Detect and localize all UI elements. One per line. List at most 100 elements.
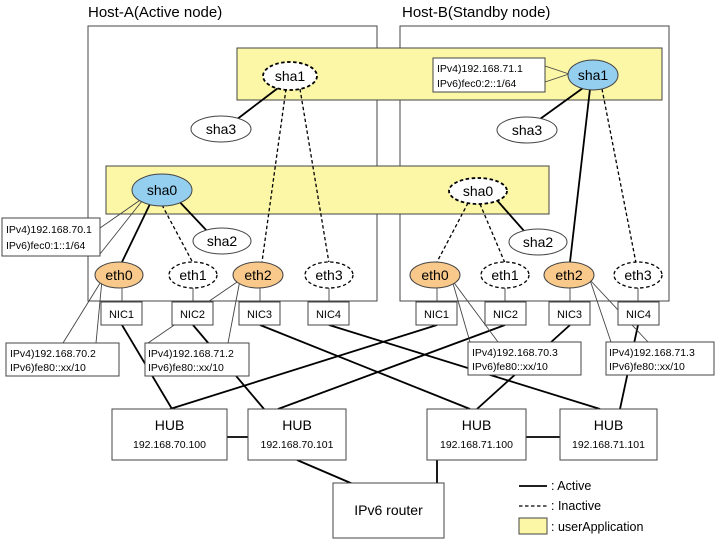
link-a-sha0-eth0: [121, 203, 151, 263]
a-nic3-box: NIC3: [238, 301, 281, 326]
b-eth3-node: eth3: [613, 261, 663, 289]
hub-71-100-ip: 192.168.71.100: [440, 439, 513, 451]
callout-a-eth2: IPv4)192.168.71.2 IPv6)fe80::xx/10: [144, 342, 250, 377]
cable-a-nic4-hub71101: [328, 324, 601, 410]
cable-b-nic2-hub70101: [277, 324, 506, 410]
a-eth3-label: eth3: [315, 267, 342, 283]
hub-71-100-label: HUB: [462, 417, 492, 433]
legend-userapp-swatch: [518, 517, 548, 535]
b-nic4-label: NIC4: [626, 309, 651, 321]
legend: : Active : Inactive : userApplication: [518, 479, 643, 535]
legend-userapp-label: : userApplication: [551, 520, 643, 534]
leader-a-eth0-b: [95, 279, 103, 344]
hub-70-101: HUB 192.168.70.101: [247, 408, 347, 461]
a-eth2-node: eth2: [232, 261, 284, 289]
a-eth0-ipv4: IPv4)192.168.70.2: [10, 348, 96, 360]
host-b-title: Host-B(Standby node): [402, 4, 550, 21]
link-b-sha0-eth0: [436, 202, 469, 263]
a-eth1-node: eth1: [168, 261, 218, 289]
a-sha0-ipv4: IPv4)192.168.70.1: [6, 224, 92, 236]
a-nic4-box: NIC4: [307, 301, 350, 326]
callout-b-sha1: IPv4)192.168.71.1 IPv6)fec0:2::1/64: [432, 57, 546, 93]
b-sha2-label: sha2: [523, 234, 554, 250]
b-nic2-box: NIC2: [484, 301, 527, 326]
leader-b-eth0: [451, 279, 471, 343]
cable-a-nic3-hub71100: [259, 324, 471, 410]
link-a-sha0-eth1: [161, 204, 194, 264]
cable-b-nic1-hub70100: [169, 324, 438, 410]
b-eth0-ipv4: IPv4)192.168.70.3: [472, 347, 558, 359]
b-nic4-box: NIC4: [617, 301, 660, 326]
leader-a-sha0: [99, 195, 147, 229]
callout-a-sha0: IPv4)192.168.70.1 IPv6)fec0:1::1/64: [1, 217, 101, 257]
b-eth2-ipv6: IPv6)fe80::xx/10: [609, 361, 685, 373]
b-eth1-label: eth1: [491, 267, 518, 283]
hub-70-101-label: HUB: [282, 417, 312, 433]
link-a-sha1-eth3: [299, 88, 330, 264]
a-eth2-label: eth2: [244, 267, 271, 283]
leader-b-eth0-b: [451, 279, 499, 343]
ipv6-router: IPv6 router: [332, 482, 445, 539]
leader-b-sha1-b: [544, 73, 570, 83]
hub-70-100-label: HUB: [155, 417, 185, 433]
hub-71-101-ip: 192.168.71.101: [572, 439, 645, 451]
a-eth2-ipv6: IPv6)fe80::xx/10: [148, 362, 224, 374]
b-sha1-node: sha1: [567, 59, 619, 91]
link-b-sha0-sha2: [494, 197, 526, 233]
b-sha3-node: sha3: [496, 116, 558, 144]
a-sha0-ipv6: IPv6)fec0:1::1/64: [6, 240, 86, 252]
b-sha2-node: sha2: [508, 228, 568, 256]
host-a-title: Host-A(Active node): [88, 4, 222, 21]
hub-70-100-ip: 192.168.70.100: [133, 439, 206, 451]
a-eth0-node: eth0: [94, 261, 144, 289]
link-a-sha1-sha3: [235, 87, 279, 121]
b-eth0-label: eth0: [421, 267, 448, 283]
hub-70-100: HUB 192.168.70.100: [111, 408, 228, 461]
a-nic2-label: NIC2: [180, 309, 205, 321]
link-b-sha0-eth1: [479, 203, 506, 264]
a-eth3-node: eth3: [304, 261, 354, 289]
leader-a-sha0-b: [99, 195, 147, 255]
a-eth1-label: eth1: [179, 267, 206, 283]
hub-71-100: HUB 192.168.71.100: [426, 408, 527, 461]
a-sha3-node: sha3: [190, 115, 252, 143]
a-sha1-label: sha1: [275, 68, 306, 84]
b-eth0-node: eth0: [409, 261, 461, 289]
leader-b-eth2: [589, 279, 612, 343]
b-eth1-node: eth1: [480, 261, 530, 289]
b-eth3-label: eth3: [624, 267, 651, 283]
callout-a-eth0: IPv4)192.168.70.2 IPv6)fe80::xx/10: [5, 342, 120, 377]
b-nic2-label: NIC2: [493, 309, 518, 321]
a-sha2-label: sha2: [207, 233, 238, 249]
b-sha1-ipv4: IPv4)192.168.71.1: [437, 63, 523, 75]
a-nic1-label: NIC1: [109, 309, 134, 321]
a-sha0-node: sha0: [131, 173, 193, 207]
link-a-sha1-eth2: [261, 88, 287, 263]
a-nic2-box: NIC2: [171, 301, 214, 326]
a-eth0-label: eth0: [105, 267, 132, 283]
b-sha3-label: sha3: [512, 122, 543, 138]
a-eth2-ipv4: IPv4)192.168.71.2: [148, 348, 234, 360]
a-sha3-label: sha3: [206, 121, 237, 137]
leader-a-eth2-b: [227, 279, 241, 344]
b-sha1-label: sha1: [578, 67, 609, 83]
hub-71-101-label: HUB: [594, 417, 624, 433]
b-sha0-node: sha0: [448, 177, 508, 205]
a-sha0-label: sha0: [147, 182, 178, 198]
b-nic3-box: NIC3: [548, 301, 591, 326]
legend-inactive-label: : Inactive: [551, 499, 601, 513]
leader-b-sha1: [544, 65, 570, 75]
leader-a-eth0: [62, 279, 103, 344]
link-b-sha1-eth2: [569, 88, 591, 263]
a-nic1-box: NIC1: [100, 301, 143, 326]
hub-70-101-ip: 192.168.70.101: [261, 439, 334, 451]
legend-active-label: : Active: [551, 479, 591, 493]
b-eth2-node: eth2: [543, 261, 595, 289]
link-b-sha1-sha3: [539, 87, 584, 120]
b-sha1-ipv6: IPv6)fec0:2::1/64: [437, 78, 517, 90]
callout-b-eth2: IPv4)192.168.71.3 IPv6)fe80::xx/10: [605, 341, 715, 376]
callout-b-eth0: IPv4)192.168.70.3 IPv6)fe80::xx/10: [467, 341, 582, 376]
b-nic1-label: NIC1: [424, 309, 449, 321]
a-sha2-node: sha2: [192, 227, 252, 255]
